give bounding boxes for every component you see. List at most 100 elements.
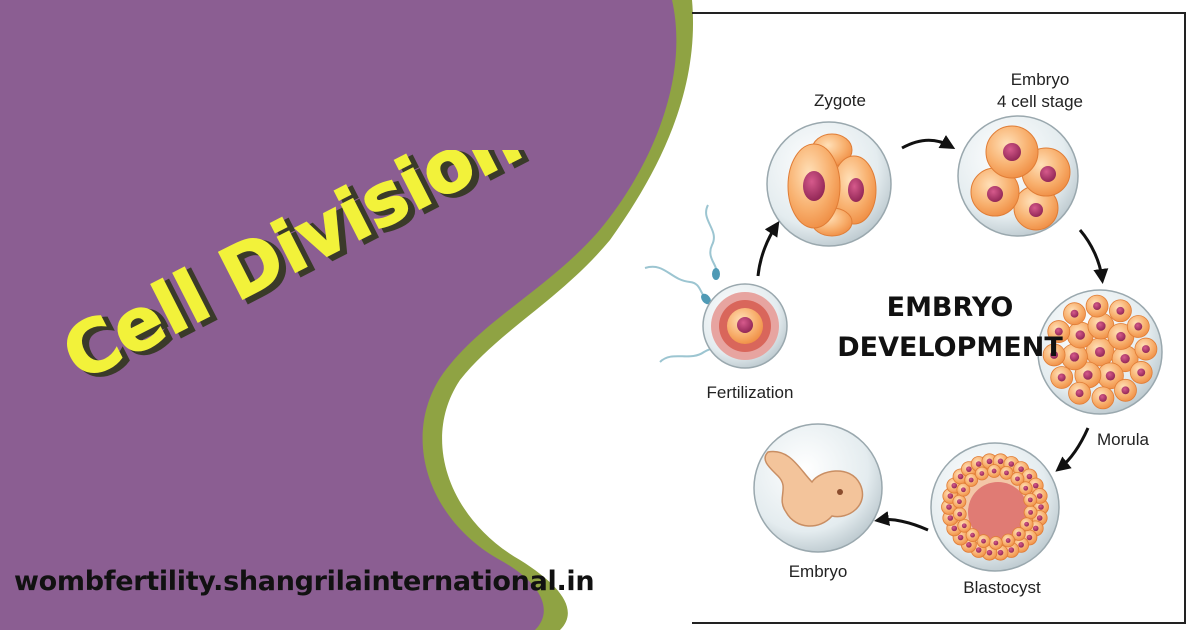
embryo-body xyxy=(764,450,864,527)
cell-nucleus xyxy=(957,499,962,505)
zygote-illustration xyxy=(766,121,892,247)
cell-nucleus xyxy=(997,458,1004,465)
blastocyst-cells xyxy=(941,453,1049,561)
cell-nucleus xyxy=(1036,493,1043,499)
cell-nucleus xyxy=(1121,386,1130,395)
arrow-fertilization-to-zygote xyxy=(756,221,780,277)
sperm-tail-1 xyxy=(705,204,718,273)
cell-nucleus xyxy=(1023,485,1029,491)
cell-nucleus xyxy=(968,477,974,483)
zygote-nucleus-1 xyxy=(803,171,825,201)
website-url[interactable]: wombfertility.shangrilainternational.in xyxy=(14,566,595,597)
cell-nucleus xyxy=(966,542,972,548)
cell-nucleus xyxy=(1093,302,1102,311)
cell-nucleus xyxy=(1018,542,1024,548)
cell-nucleus xyxy=(986,549,993,556)
cell-nucleus xyxy=(946,504,952,510)
cell-nucleus xyxy=(1120,354,1130,364)
cell-nucleus xyxy=(1141,345,1150,354)
cell-nucleus xyxy=(993,540,999,546)
sperm-head-1 xyxy=(712,268,720,280)
cell-nucleus xyxy=(957,511,963,517)
label-fertilization: Fertilization xyxy=(706,383,794,402)
label-morula: Morula xyxy=(1097,430,1149,449)
blastocyst-illustration xyxy=(930,442,1060,572)
diagram-title-line2: DEVELOPMENT xyxy=(837,332,1063,363)
banner-title: Cell Division Cell Division xyxy=(49,150,542,390)
cell-nucleus xyxy=(1083,370,1093,380)
cell-nucleus xyxy=(1038,504,1044,510)
diagram-frame xyxy=(692,12,1186,624)
cell-nucleus xyxy=(981,538,986,544)
diagram-title-line1: EMBRYO xyxy=(886,292,1014,323)
cell-nucleus xyxy=(1069,352,1080,362)
morula-illustration xyxy=(1037,289,1163,415)
cell-nucleus xyxy=(1105,371,1116,381)
cell-nucleus xyxy=(1024,521,1030,527)
cell-nucleus xyxy=(951,525,958,532)
cell-nucleus xyxy=(1134,322,1143,331)
zygote-nucleus-2 xyxy=(848,178,864,202)
cell-nucleus xyxy=(947,515,954,521)
cell-nucleus xyxy=(966,466,972,472)
cell-nucleus xyxy=(1008,461,1015,467)
cell-nucleus xyxy=(986,458,993,465)
morula-cells xyxy=(1042,294,1158,410)
cell-nucleus xyxy=(1036,515,1043,521)
label-zygote: Zygote xyxy=(814,91,866,110)
sperm-head-2 xyxy=(701,293,711,305)
arrow-zygote-to-4cell xyxy=(901,135,956,150)
cell-nucleus xyxy=(1016,531,1022,537)
label-embryo: Embryo xyxy=(788,562,848,581)
cell-nucleus xyxy=(1026,473,1033,480)
four-cell-illustration xyxy=(957,115,1079,237)
label-blastocyst: Blastocyst xyxy=(963,578,1041,597)
label-embryo-4cell-line1: Embryo xyxy=(1010,70,1070,89)
cell-nucleus xyxy=(1096,321,1106,331)
cell-nucleus xyxy=(1057,373,1066,382)
embryo-illustration xyxy=(753,423,883,553)
arrow-blastocyst-to-embryo xyxy=(874,511,929,532)
cell-nucleus xyxy=(991,468,997,474)
cell-nucleus xyxy=(947,493,954,499)
cell-nucleus xyxy=(975,461,982,467)
cell-nucleus xyxy=(1116,306,1125,315)
cell-nucleus xyxy=(957,473,964,480)
cell-nucleus xyxy=(1137,368,1146,377)
cell-nucleus xyxy=(1026,534,1033,541)
cell-nucleus xyxy=(961,523,967,529)
purple-wave xyxy=(0,0,677,630)
cell-nucleus xyxy=(1027,497,1033,503)
cell-nucleus xyxy=(1008,547,1015,553)
cell-nucleus xyxy=(1116,331,1126,342)
cell-nucleus xyxy=(960,487,966,493)
sperm-tail-2 xyxy=(644,265,705,297)
arrow-morula-to-blastocyst xyxy=(1055,427,1090,472)
cell-nucleus xyxy=(1004,470,1009,476)
cell-nucleus xyxy=(1028,509,1033,515)
cell-nucleus xyxy=(1054,327,1063,336)
cell-nucleus xyxy=(1032,482,1039,489)
egg-nucleus xyxy=(737,317,753,333)
blastocyst-cavity xyxy=(968,482,1028,542)
cell-nucleus xyxy=(1032,525,1039,532)
diagram-title: EMBRYO DEVELOPMENT xyxy=(820,288,1080,368)
cell-nucleus xyxy=(1094,346,1106,358)
cell-nucleus xyxy=(951,482,958,489)
label-embryo-4cell-line2: 4 cell stage xyxy=(997,92,1083,111)
cell-nucleus xyxy=(957,534,964,541)
cell-nucleus xyxy=(1098,393,1107,402)
cell-nucleus xyxy=(997,549,1004,556)
cell-nucleus xyxy=(1050,350,1059,359)
cell-nucleus xyxy=(1070,309,1079,318)
cell-nucleus xyxy=(1005,538,1011,543)
cell-nucleus xyxy=(975,547,982,553)
cell-nucleus xyxy=(970,532,975,538)
cell-nucleus xyxy=(979,471,985,476)
cell-nucleus xyxy=(1075,330,1085,340)
arrow-4cell-to-morula xyxy=(1078,229,1109,284)
cell-nucleus xyxy=(1018,466,1024,472)
